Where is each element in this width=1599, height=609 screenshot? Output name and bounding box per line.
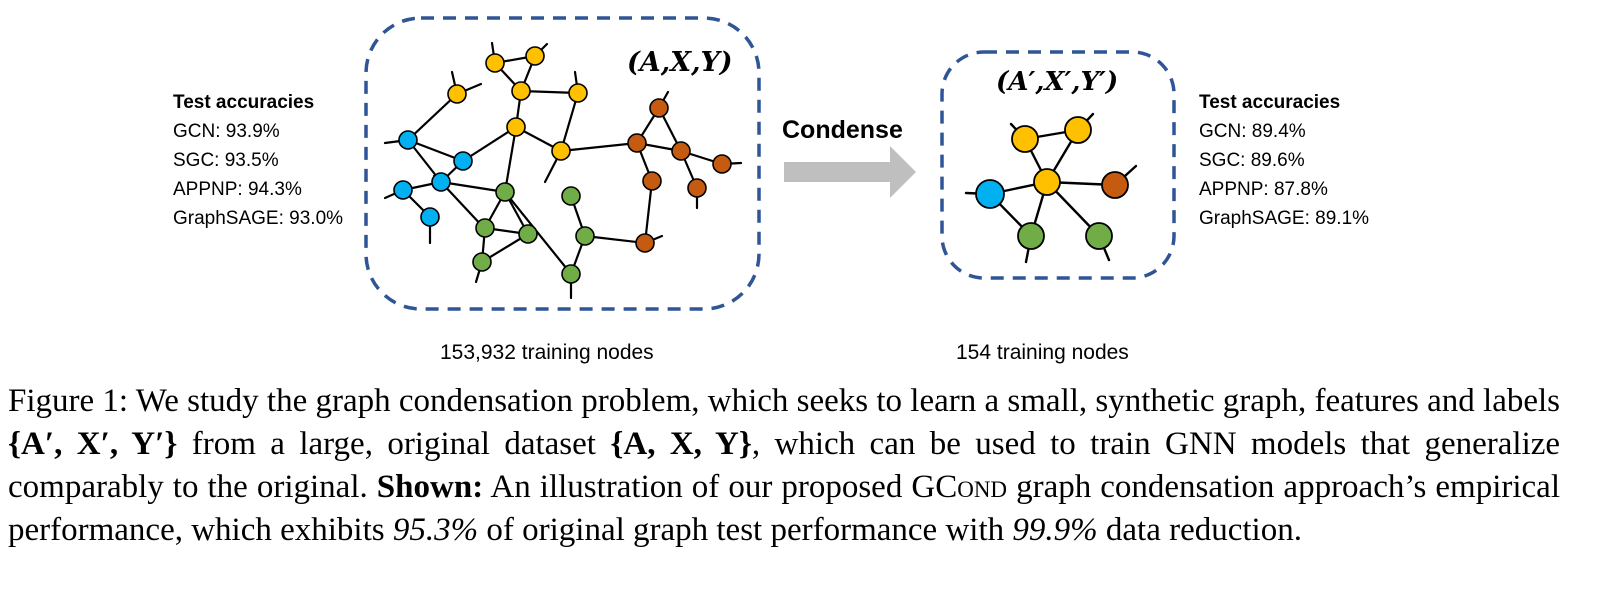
accuracies-title: Test accuracies	[173, 92, 315, 113]
graph-node-green	[475, 218, 495, 238]
condense-label: Condense	[782, 116, 903, 144]
caption-percent-performance: 95.3%	[392, 512, 479, 548]
graph-node-yellow	[506, 117, 526, 137]
accuracy-row: SGC: 89.6%	[1199, 150, 1305, 171]
condensed-graph-nodes	[975, 116, 1129, 250]
graph-node-orange	[649, 98, 669, 118]
graph-node-orange	[635, 233, 655, 253]
accuracy-row: GCN: 93.9%	[173, 121, 280, 142]
accuracies-title: Test accuracies	[1199, 92, 1341, 113]
graph-node-blue	[398, 130, 418, 150]
graph-node-green	[472, 252, 492, 272]
graph-node-yellow	[485, 53, 505, 73]
graph-node-yellow	[511, 81, 531, 101]
accuracy-row: GraphSAGE: 93.0%	[173, 208, 344, 229]
graph-node-green	[1017, 222, 1045, 250]
graph-node-orange	[642, 171, 662, 191]
graph-node-yellow	[1033, 168, 1061, 196]
original-accuracies: Test accuracies GCN: 93.9% SGC: 93.5% AP…	[173, 88, 343, 233]
graph-node-orange	[671, 141, 691, 161]
graph-node-orange	[627, 133, 647, 153]
accuracy-row: GCN: 89.4%	[1199, 121, 1306, 142]
caption-text: of original graph test performance with	[486, 512, 1005, 548]
caption-label: Figure 1:	[8, 383, 129, 419]
graph-node-blue	[975, 179, 1005, 209]
caption-method-name: GCond	[911, 469, 1008, 505]
graph-node-yellow	[551, 141, 571, 161]
graph-node-blue	[420, 207, 440, 227]
graph-node-green	[575, 226, 595, 246]
caption-shown: Shown:	[376, 469, 484, 505]
caption-text: An illustration of our proposed	[490, 469, 903, 505]
caption-text: graph condensation approach’s empirical …	[8, 469, 1561, 548]
original-graph-label: (A,X,Y)	[627, 47, 733, 78]
graph-node-orange	[712, 154, 732, 174]
condensed-node-count: 154 training nodes	[956, 341, 1129, 364]
caption-math-condensed-set: {A′, X′, Y′}	[8, 426, 178, 462]
graph-node-blue	[393, 180, 413, 200]
graph-node-yellow	[525, 46, 545, 66]
graph-node-blue	[453, 151, 473, 171]
caption-text: from a large, original dataset	[191, 426, 596, 462]
condensed-graph-label: (A′,X′,Y′)	[996, 67, 1119, 97]
condensed-accuracies: Test accuracies GCN: 89.4% SGC: 89.6% AP…	[1199, 88, 1369, 233]
figure-caption: Figure 1: We study the graph condensatio…	[8, 380, 1560, 552]
original-graph-nodes	[393, 46, 732, 284]
original-node-count: 153,932 training nodes	[440, 341, 654, 364]
graph-node-yellow	[447, 84, 467, 104]
graph-node-green	[495, 182, 515, 202]
original-graph-edges	[383, 41, 743, 300]
graph-node-blue	[431, 172, 451, 192]
graph-node-yellow	[1064, 116, 1092, 144]
graph-node-green	[561, 264, 581, 284]
graph-node-orange	[687, 178, 707, 198]
graph-node-green	[518, 224, 538, 244]
caption-percent-reduction: 99.9%	[1012, 512, 1098, 548]
graph-figure-svg	[364, 16, 1176, 311]
accuracy-row: APPNP: 87.8%	[1199, 179, 1328, 200]
accuracy-row: SGC: 93.5%	[173, 150, 279, 171]
graph-node-yellow	[568, 83, 588, 103]
caption-math-original-set: {A, X, Y}	[610, 426, 752, 462]
accuracy-row: APPNP: 94.3%	[173, 179, 302, 200]
caption-text: We study the graph condensation problem,…	[135, 383, 1561, 419]
condensed-graph-box	[940, 50, 1176, 280]
graph-node-green	[1085, 222, 1113, 250]
graph-node-green	[561, 186, 581, 206]
original-graph-box	[364, 16, 761, 311]
graph-node-yellow	[1011, 125, 1039, 153]
graph-node-orange	[1101, 171, 1129, 199]
accuracy-row: GraphSAGE: 89.1%	[1199, 208, 1370, 229]
caption-text: , which can be used to train GNN models …	[8, 426, 1561, 505]
condense-arrow	[784, 146, 916, 198]
caption-text: data reduction.	[1105, 512, 1302, 548]
